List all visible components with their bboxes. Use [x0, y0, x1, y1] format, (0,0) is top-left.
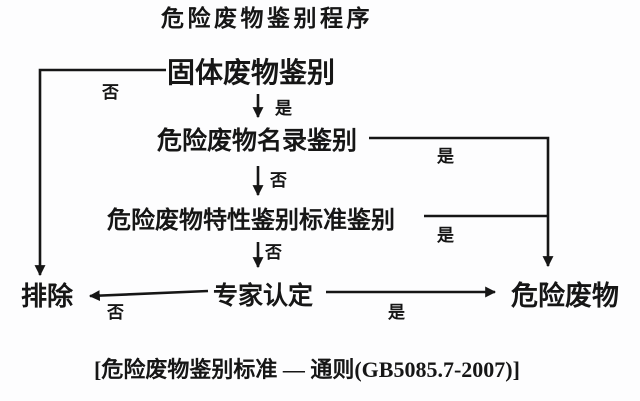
- node-hazardous-waste: 危险废物: [511, 281, 619, 311]
- arrow-list-yes-to-hazardous: [369, 136, 554, 268]
- edge-label-characteristic-yes: 是: [437, 226, 454, 245]
- edge-label-characteristic-no: 否: [265, 243, 282, 262]
- edge-label-expert-no: 否: [107, 303, 124, 322]
- node-list-check: 危险废物名录鉴别: [157, 128, 358, 155]
- node-characteristic-check: 危险废物特性鉴别标准鉴别: [107, 208, 395, 234]
- edge-label-list-yes: 是: [437, 147, 454, 166]
- edge-label-expert-yes: 是: [388, 303, 405, 322]
- edge-label-solid-no: 否: [102, 83, 119, 102]
- node-excluded: 排除: [21, 282, 74, 311]
- edge-label-list-no: 否: [270, 171, 287, 190]
- diagram-title: 危险废物鉴别程序: [161, 6, 373, 31]
- edge-label-solid-yes: 是: [275, 99, 292, 118]
- standard-reference-caption: [危险废物鉴别标准 — 通则(GB5085.7-2007)]: [94, 357, 520, 382]
- arrow-expert-no-to-exclude: [88, 289, 209, 302]
- node-expert-review: 专家认定: [213, 283, 314, 310]
- arrow-solid-no-to-exclude: [34, 68, 166, 277]
- node-solid-waste-check: 固体废物鉴别: [167, 58, 336, 89]
